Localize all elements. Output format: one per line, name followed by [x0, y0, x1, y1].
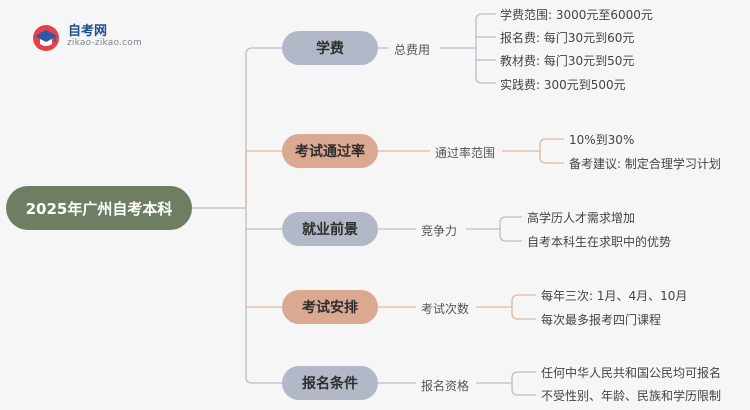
trunk-line	[245, 47, 253, 384]
leaf-item: 高学历人才需求增加	[527, 211, 636, 225]
leaf-bracket-2	[466, 216, 522, 242]
logo-url: zikao-zikao.com	[67, 38, 142, 48]
subtopic-label: 竞争力	[421, 224, 458, 238]
topic-pass-rate: 考试通过率	[282, 134, 378, 168]
leaf-item: 每年三次: 1月、4月、10月	[541, 289, 688, 303]
subtopic-label: 通过率范围	[435, 146, 496, 160]
topic-eligibility: 报名条件	[282, 366, 378, 400]
leaf-item: 不受性别、年龄、民族和学历限制	[541, 389, 722, 403]
root-node: 2025年广州自考本科	[6, 186, 192, 230]
logo-title[interactable]: 自考网	[68, 24, 108, 39]
leaf-item: 任何中华人民共和国公民均可报名	[541, 366, 722, 380]
leaf-item: 教材费: 每门30元到50元	[500, 54, 635, 68]
leaf-item: 10%到30%	[569, 133, 635, 147]
leaf-bracket-4	[476, 371, 536, 396]
subtopic-label: 考试次数	[421, 302, 470, 316]
leaf-item: 学费范围: 3000元至6000元	[500, 8, 653, 22]
leaf-item: 实践费: 300元到500元	[500, 78, 626, 92]
leaf-bracket-1	[502, 138, 564, 164]
topic-employment: 就业前景	[282, 212, 378, 246]
leaf-item: 备考建议: 制定合理学习计划	[569, 157, 721, 171]
subtopic-label: 报名资格	[421, 379, 470, 393]
leaf-item: 自考本科生在求职中的优势	[527, 235, 672, 249]
topic-exam-schedule: 考试安排	[282, 290, 378, 324]
topic-tuition: 学费	[282, 31, 378, 65]
leaf-bracket-3	[476, 294, 536, 320]
leaf-item: 每次最多报考四门课程	[541, 313, 662, 327]
leaf-bracket-0	[440, 13, 496, 84]
logo-graduation-icon	[33, 25, 59, 51]
leaf-item: 报名费: 每门30元到60元	[500, 31, 635, 45]
subtopic-label: 总费用	[394, 43, 431, 57]
